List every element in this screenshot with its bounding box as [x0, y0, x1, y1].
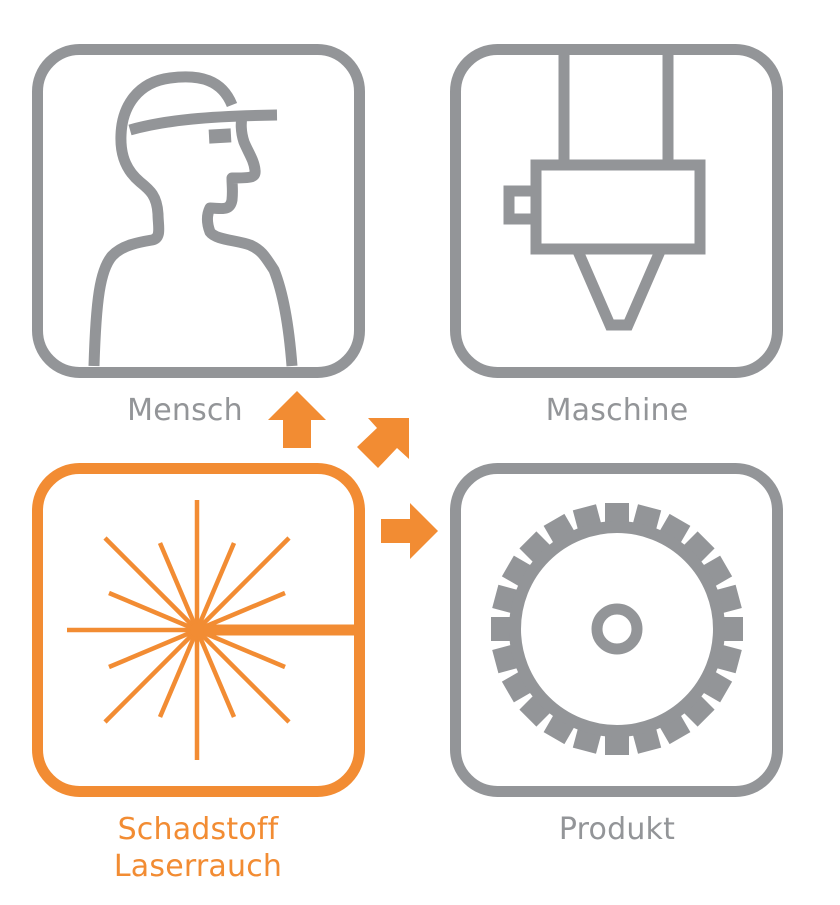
label-maschine: Maschine	[545, 393, 689, 428]
label-mensch: Mensch	[127, 393, 243, 428]
eye-mark	[208, 128, 232, 144]
tile-produkt	[450, 463, 783, 797]
arrow-up-icon	[268, 391, 326, 448]
laser-head-machine-icon	[503, 50, 706, 331]
label-schadstoff: Schadstoff	[117, 812, 279, 847]
arrow-up-right-icon	[357, 418, 409, 468]
tile-mensch	[32, 44, 365, 378]
person-with-cap-icon	[88, 71, 298, 367]
tile-schadstoff-laserrauch	[32, 463, 365, 797]
arrow-right-icon	[381, 503, 438, 559]
laser-burst-icon	[67, 500, 291, 760]
tile-maschine	[450, 44, 783, 378]
label-produkt: Produkt	[558, 812, 676, 847]
label-laserrauch: Laserrauch	[113, 849, 283, 884]
gear-saw-blade-icon	[491, 503, 743, 755]
